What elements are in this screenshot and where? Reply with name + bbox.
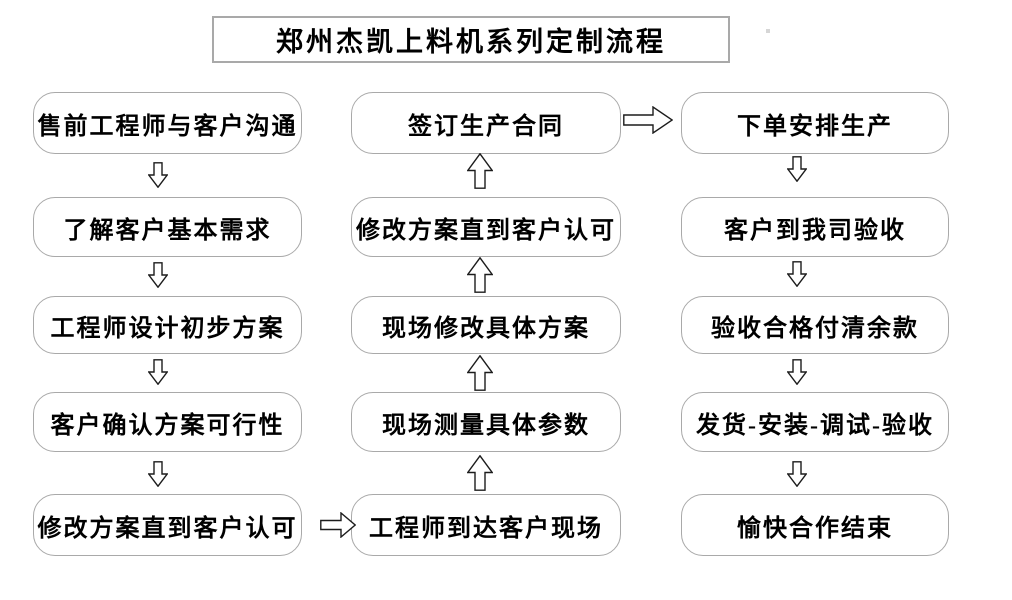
flow-node-label: 修改方案直到客户认可 <box>356 217 616 244</box>
flow-node-label: 售前工程师与客户沟通 <box>37 113 298 140</box>
flow-node-left-2: 了解客户基本需求 <box>33 197 302 257</box>
down-arrow-icon <box>148 461 168 487</box>
flow-node-right-1: 下单安排生产 <box>681 92 949 154</box>
flow-node-left-4: 客户确认方案可行性 <box>33 392 302 452</box>
flow-node-right-2: 客户到我司验收 <box>681 197 949 257</box>
flow-node-left-5: 修改方案直到客户认可 <box>33 494 302 556</box>
flow-node-right-4: 发货-安装-调试-验收 <box>681 392 949 452</box>
down-arrow-icon <box>787 359 807 385</box>
up-arrow-icon <box>467 355 493 391</box>
down-arrow-icon <box>148 162 168 188</box>
title-box: 郑州杰凯上料机系列定制流程 <box>212 16 730 63</box>
right-arrow-icon <box>623 106 673 134</box>
up-arrow-icon <box>467 153 493 189</box>
flow-node-label: 验收合格付清余款 <box>711 315 919 342</box>
up-arrow-icon <box>467 455 493 491</box>
up-arrow-icon <box>467 257 493 293</box>
flow-node-middle-4: 现场测量具体参数 <box>351 392 621 452</box>
flow-node-left-1: 售前工程师与客户沟通 <box>33 92 302 154</box>
down-arrow-icon <box>148 262 168 288</box>
down-arrow-icon <box>787 156 807 182</box>
flow-node-label: 客户到我司验收 <box>724 217 906 244</box>
flow-node-label: 工程师设计初步方案 <box>50 315 285 342</box>
flow-node-middle-1: 签订生产合同 <box>351 92 621 154</box>
flow-node-left-3: 工程师设计初步方案 <box>33 296 302 354</box>
flow-node-right-5: 愉快合作结束 <box>681 494 949 556</box>
flow-node-middle-2: 修改方案直到客户认可 <box>351 197 621 257</box>
flow-node-label: 修改方案直到客户认可 <box>37 515 298 542</box>
flow-node-label: 客户确认方案可行性 <box>50 412 285 439</box>
down-arrow-icon <box>787 261 807 287</box>
flow-node-label: 下单安排生产 <box>737 113 893 140</box>
flow-node-label: 愉快合作结束 <box>737 515 893 542</box>
flow-node-right-3: 验收合格付清余款 <box>681 296 949 354</box>
flow-node-middle-5: 工程师到达客户现场 <box>351 494 621 556</box>
artifact-dot <box>766 29 770 33</box>
flow-node-label: 现场测量具体参数 <box>382 412 590 439</box>
flow-node-label: 了解客户基本需求 <box>63 217 272 244</box>
flow-node-label: 工程师到达客户现场 <box>369 515 603 542</box>
page-title: 郑州杰凯上料机系列定制流程 <box>276 27 666 57</box>
flow-node-middle-3: 现场修改具体方案 <box>351 296 621 354</box>
flow-node-label: 现场修改具体方案 <box>382 315 590 342</box>
right-arrow-icon <box>320 512 356 538</box>
flow-node-label: 签订生产合同 <box>408 113 564 140</box>
flow-node-label: 发货-安装-调试-验收 <box>696 412 934 439</box>
down-arrow-icon <box>148 359 168 385</box>
down-arrow-icon <box>787 461 807 487</box>
